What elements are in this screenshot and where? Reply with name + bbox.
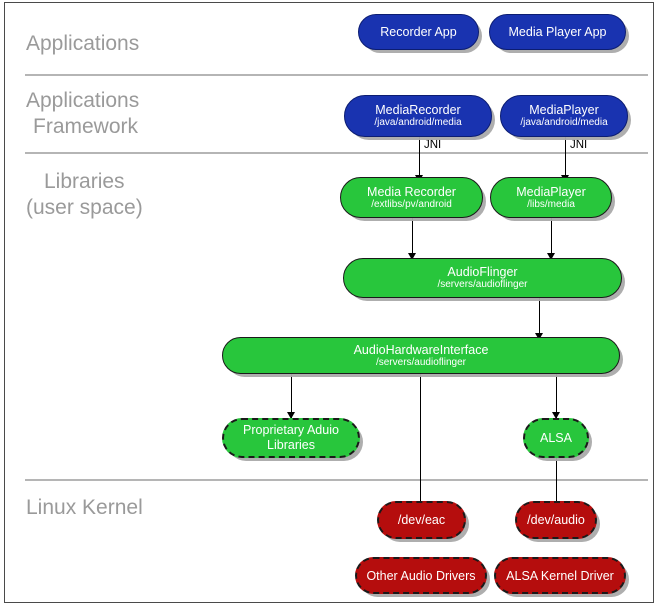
- connector-ahi-alsa: [556, 372, 557, 418]
- node-media-recorder-library-title: Media Recorder: [367, 184, 456, 199]
- node-audio-hardware-interface-path: /servers/audioflinger: [375, 356, 467, 368]
- node-dev-audio-title: /dev/audio: [527, 513, 585, 527]
- arrowhead-ahi-alsa: [552, 412, 560, 419]
- connector-mediarecorder-audioflinger: [412, 218, 413, 260]
- node-media-recorder-library[interactable]: Media Recorder /extlibs/pv/android: [340, 177, 483, 218]
- layer-label-libraries-line1: Libraries: [44, 170, 125, 193]
- connector-mediaplayer-audioflinger: [551, 218, 552, 260]
- connector-alsa-dev-audio: [556, 458, 557, 518]
- node-other-audio-drivers-title: Other Audio Drivers: [366, 568, 476, 583]
- node-media-recorder-framework[interactable]: MediaRecorder /java/android/media: [344, 95, 492, 137]
- node-media-recorder-framework-title: MediaRecorder: [375, 103, 461, 117]
- node-audio-flinger-title: AudioFlinger: [447, 265, 518, 279]
- node-media-recorder-framework-path: /java/android/media: [374, 117, 462, 128]
- node-media-player-library[interactable]: MediaPlayer /libs/media: [490, 177, 612, 218]
- divider-framework: [25, 152, 648, 154]
- node-media-player-app[interactable]: Media Player App: [489, 14, 626, 50]
- divider-applications: [25, 74, 648, 76]
- divider-linux-kernel: [25, 479, 648, 481]
- node-dev-eac[interactable]: /dev/eac: [377, 501, 466, 539]
- node-audio-flinger-path: /servers/audioflinger: [437, 279, 528, 290]
- layer-label-libraries-line2: (user space): [26, 196, 143, 219]
- layer-label-linux-kernel: Linux Kernel: [26, 496, 143, 519]
- node-alsa-kernel-driver[interactable]: ALSA Kernel Driver: [494, 557, 626, 594]
- layer-label-applications: Applications: [26, 32, 140, 55]
- edge-label-jni-left: JNI: [424, 139, 442, 151]
- node-media-recorder-library-path: /extlibs/pv/android: [371, 198, 452, 210]
- node-audio-hardware-interface-title: AudioHardwareInterface: [353, 342, 489, 357]
- node-media-player-library-path: /libs/media: [527, 198, 575, 210]
- connector-audioflinger-audiohardwareinterface: [539, 298, 540, 340]
- arrowhead-mediaplayer-audioflinger: [547, 253, 555, 260]
- arrowhead-mediarecorder-audioflinger: [408, 253, 416, 260]
- connector-mediarecorder-jni: [419, 137, 420, 181]
- node-dev-audio[interactable]: /dev/audio: [515, 501, 597, 539]
- node-recorder-app[interactable]: Recorder App: [358, 14, 479, 50]
- connector-ahi-dev-eac: [420, 372, 421, 518]
- node-media-player-framework-path: /java/android/media: [520, 117, 608, 128]
- node-alsa-title: ALSA: [540, 431, 572, 445]
- node-media-player-framework-title: MediaPlayer: [529, 103, 599, 117]
- arrowhead-ahi-proprietary: [287, 412, 295, 419]
- node-dev-eac-title: /dev/eac: [397, 513, 446, 527]
- node-audio-flinger[interactable]: AudioFlinger /servers/audioflinger: [343, 258, 622, 298]
- connector-ahi-proprietary: [291, 372, 292, 418]
- node-alsa-kernel-driver-title: ALSA Kernel Driver: [506, 568, 614, 583]
- node-audio-hardware-interface[interactable]: AudioHardwareInterface /servers/audiofli…: [222, 337, 620, 374]
- node-media-player-app-title: Media Player App: [508, 24, 607, 39]
- node-alsa[interactable]: ALSA: [523, 418, 589, 458]
- layer-label-applications-framework-line2: Framework: [33, 115, 139, 138]
- node-media-player-library-title: MediaPlayer: [516, 184, 586, 199]
- edge-label-jni-right: JNI: [570, 139, 588, 151]
- node-other-audio-drivers[interactable]: Other Audio Drivers: [355, 557, 487, 594]
- layer-label-applications-framework-line1: Applications: [26, 89, 140, 112]
- node-proprietary-audio-libraries-title: Proprietary Aduio Libraries: [243, 423, 339, 452]
- node-media-player-framework[interactable]: MediaPlayer /java/android/media: [500, 95, 628, 137]
- node-proprietary-audio-libraries[interactable]: Proprietary Aduio Libraries: [222, 418, 360, 458]
- connector-mediaplayer-jni: [565, 137, 566, 181]
- node-recorder-app-title: Recorder App: [380, 24, 457, 39]
